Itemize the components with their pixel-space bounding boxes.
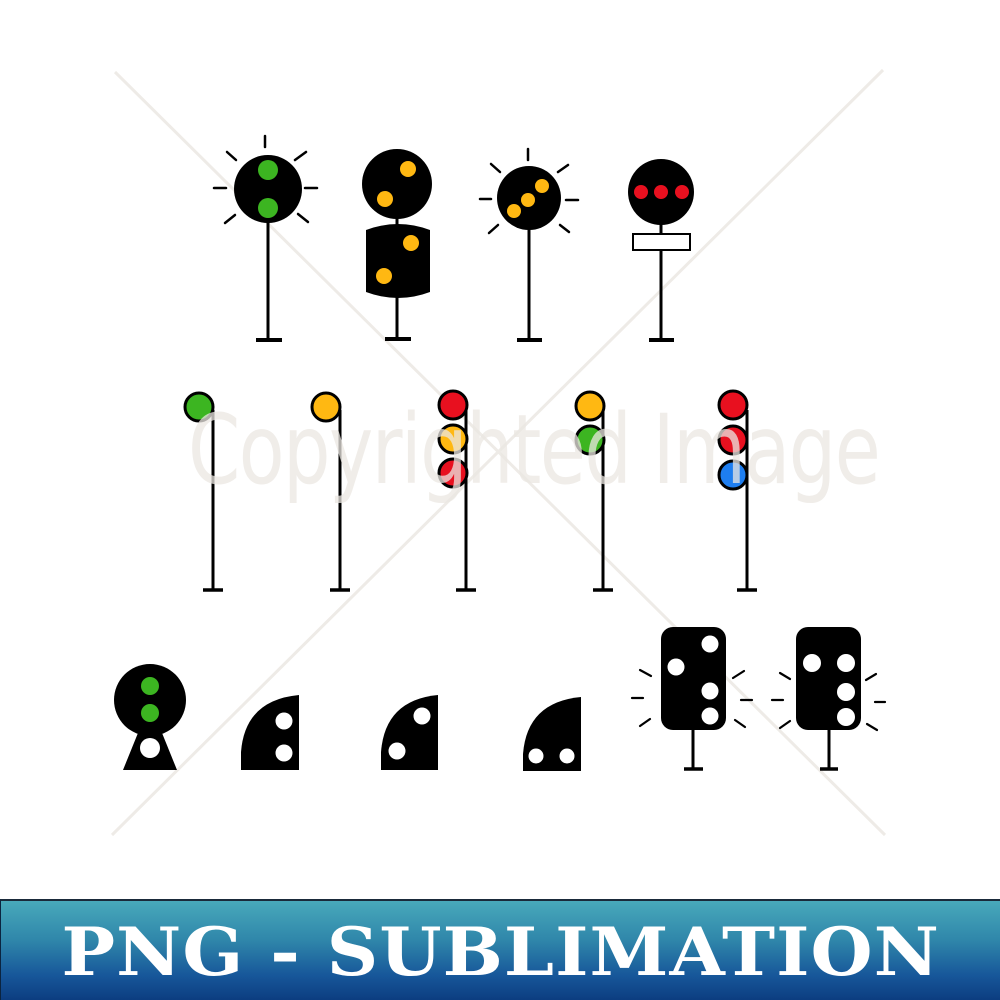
- red-lamp: [675, 185, 689, 199]
- yellow-lamp: [403, 235, 419, 251]
- yellow-lamp: [377, 191, 393, 207]
- flash-rays-icon: [630, 668, 754, 729]
- flash-rays-icon: [478, 147, 580, 235]
- flash-rays-icon: [770, 671, 887, 732]
- flash-rays-icon: [212, 134, 319, 225]
- signal-plate: [632, 233, 691, 251]
- rectangular-flashing-signal-a: [630, 627, 754, 771]
- green-lamp: [258, 198, 278, 218]
- quarter-dwarf-signal-horizontal: [523, 697, 581, 771]
- white-lamp: [701, 707, 719, 725]
- yellow-lamp: [376, 268, 392, 284]
- white-lamp: [140, 738, 160, 758]
- yellow-lamp: [574, 390, 606, 422]
- red-lamp: [717, 424, 749, 456]
- bottom-banner: PNG - SUBLIMATION: [0, 899, 1000, 1000]
- watermark-cross-lines: [110, 68, 887, 837]
- green-lamp: [574, 424, 606, 456]
- yellow-lamp: [437, 423, 469, 455]
- signal-round-red-with-plate: [628, 159, 694, 342]
- red-lamp: [634, 185, 648, 199]
- mast-signal-yellow-green: [574, 390, 613, 592]
- white-lamp: [413, 707, 431, 725]
- railway-signals-illustration: [110, 68, 887, 837]
- mast-signal-green: [183, 391, 223, 592]
- yellow-lamp: [521, 193, 535, 207]
- quarter-dwarf-signal-diagonal: [381, 695, 438, 770]
- white-lamp: [559, 748, 575, 764]
- mast-signal-yellow: [310, 391, 350, 592]
- quarter-dwarf-signal-vertical: [241, 695, 299, 770]
- banner-title: PNG - SUBLIMATION: [61, 912, 940, 991]
- white-lamp: [837, 683, 855, 701]
- signal-round-yellow-diagonal-flashing: [478, 147, 580, 342]
- red-lamp: [437, 457, 469, 489]
- white-lamp: [667, 658, 685, 676]
- signal-round-green-flashing: [212, 134, 319, 342]
- red-lamp: [717, 389, 749, 421]
- red-lamp: [437, 389, 469, 421]
- white-lamp: [388, 742, 406, 760]
- rectangular-flashing-signal-b: [770, 627, 887, 771]
- white-lamp: [528, 748, 544, 764]
- mast-signal-red-red-blue: [717, 389, 757, 592]
- green-lamp: [141, 704, 159, 722]
- keyhole-dwarf-signal: [114, 664, 186, 770]
- signal-double-head-yellow: [362, 149, 432, 341]
- white-lamp: [275, 744, 293, 762]
- yellow-lamp: [400, 161, 416, 177]
- white-lamp: [803, 654, 821, 672]
- white-lamp: [701, 635, 719, 653]
- white-lamp: [837, 654, 855, 672]
- white-lamp: [275, 712, 293, 730]
- green-lamp: [141, 677, 159, 695]
- yellow-lamp: [310, 391, 342, 423]
- mast-signal-red-yellow-red: [437, 389, 476, 592]
- white-lamp: [837, 708, 855, 726]
- yellow-lamp: [535, 179, 549, 193]
- red-lamp: [654, 185, 668, 199]
- white-lamp: [701, 682, 719, 700]
- blue-lamp: [717, 459, 749, 491]
- yellow-lamp: [507, 204, 521, 218]
- green-lamp: [183, 391, 215, 423]
- green-lamp: [258, 160, 278, 180]
